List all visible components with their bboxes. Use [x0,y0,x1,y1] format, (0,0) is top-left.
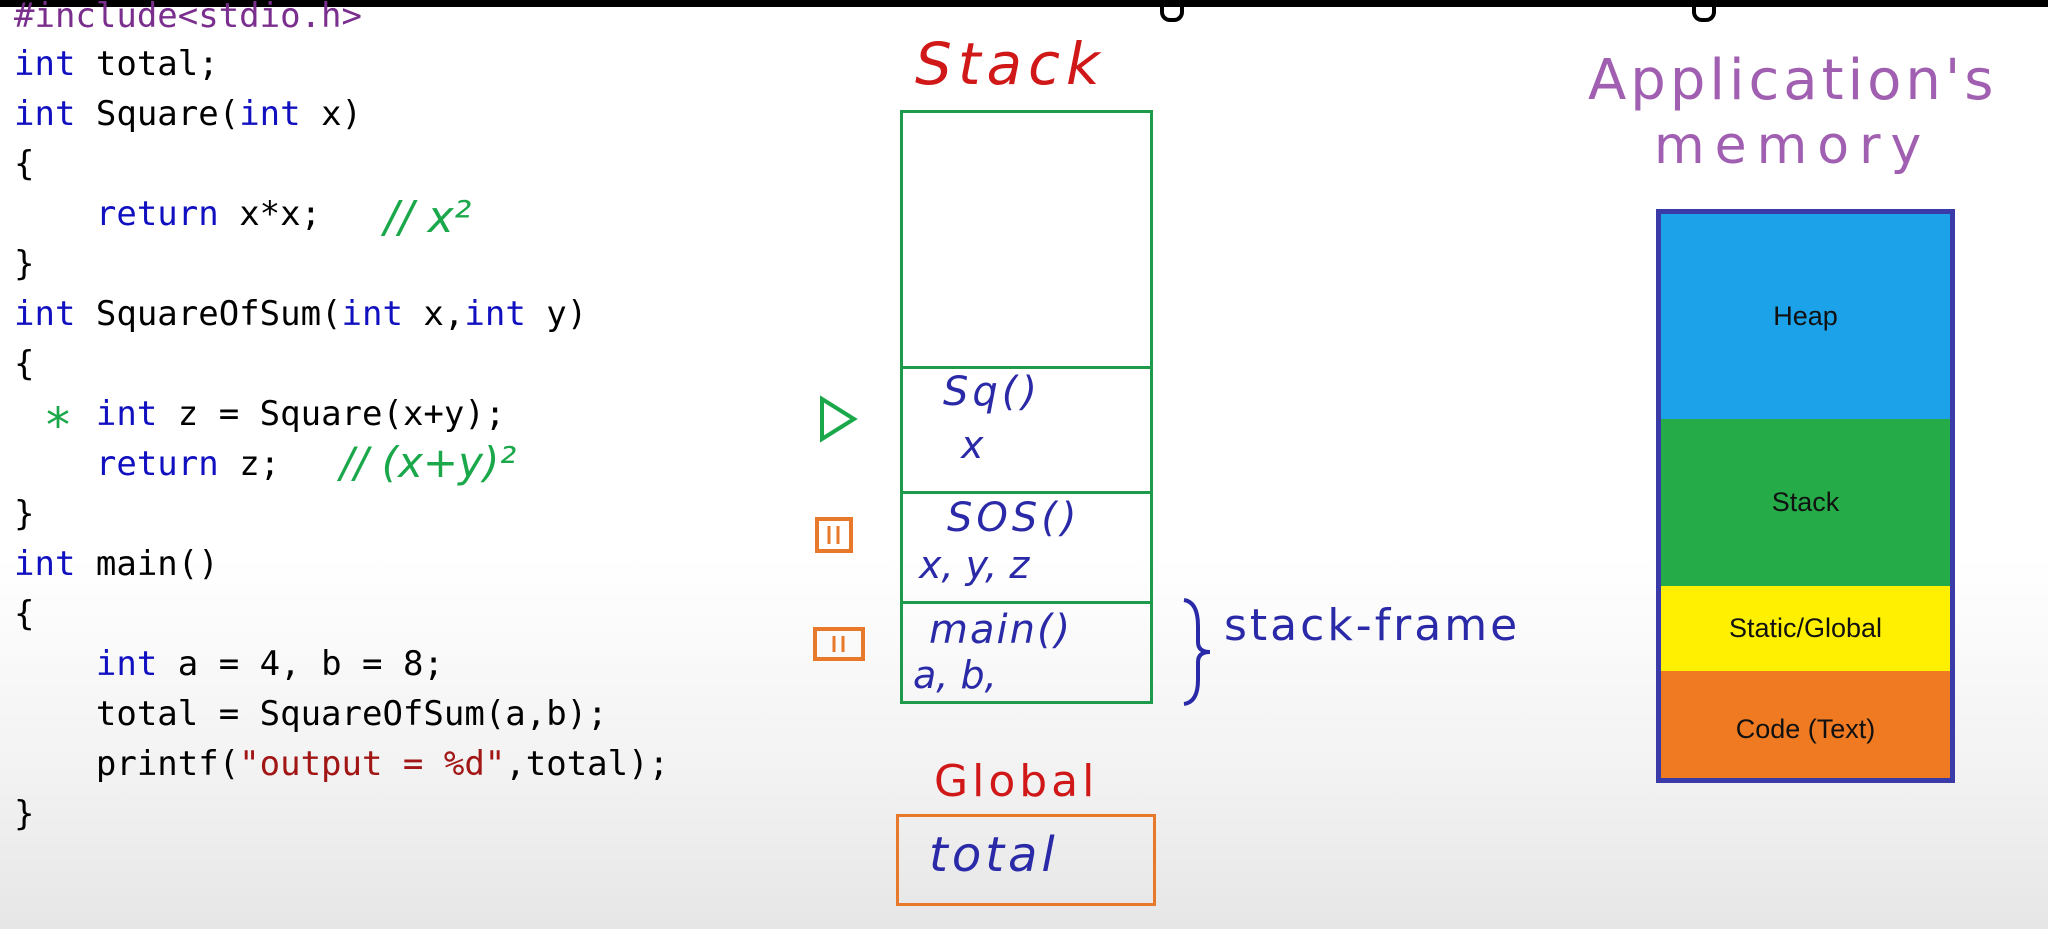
frame-sq-name: Sq() [943,369,1041,415]
global-box: total [896,814,1156,906]
code-token: "output = %d" [239,744,506,784]
code-token: #include<stdio.h> [14,0,362,36]
code-line: return x*x; [95,194,322,234]
code-token: return [95,194,219,234]
memory-layout: Heap Stack Static/Global Code (Text) [1656,209,1955,783]
pause-marker-icon [815,517,853,553]
frame-main-name: main() [929,607,1073,653]
sum-comment: // (x+y)² [340,438,517,487]
code-token: int [239,94,301,134]
code-line: { [14,344,35,384]
play-marker-icon [820,395,858,443]
code-token: int [95,394,158,434]
pause-marker-icon [813,627,865,661]
code-token: int [14,94,76,134]
global-title: Global [934,756,1099,807]
stack-frame-label: stack-frame [1224,600,1521,651]
code-line: int z = Square(x+y); [95,394,506,434]
code-token: return [95,444,219,484]
frame-main-vars: a, b, [913,653,997,697]
frame-sos-vars: x, y, z [919,543,1030,587]
code-token: int [341,294,403,334]
stack-divider [903,491,1150,494]
heap-segment: Heap [1661,214,1950,419]
stack-box: Sq() x SOS() x, y, z main() a, b, [900,110,1153,704]
stack-divider [903,366,1150,369]
code-token: int [14,294,76,334]
square-comment: // x² [384,192,472,243]
frame-sq-vars: x [961,423,984,467]
code-line: #include<stdio.h> [14,0,362,36]
top-mark [1160,0,1184,22]
code-line: int a = 4, b = 8; [95,644,444,684]
code-line: return z; [95,444,281,484]
code-line: { [14,144,35,184]
code-line: int Square(int x) [14,94,363,134]
code-line: printf("output = %d",total); [14,744,670,784]
app-memory-subtitle: memory [1654,116,1932,176]
code-line: { [14,594,35,634]
code-line: } [14,794,35,834]
current-line-marker: * [46,398,70,454]
code-token: int [14,44,76,84]
code-line: int main() [14,544,219,584]
global-vars: total [929,827,1059,883]
code-line: int total; [14,44,219,84]
code-line: int SquareOfSum(int x,int y) [14,294,588,334]
code-token: int [14,544,76,584]
code-line: } [14,494,35,534]
stack-title: Stack [915,30,1106,98]
app-memory-title: Application's [1588,48,1998,113]
code-line: total = SquareOfSum(a,b); [14,694,608,734]
static-global-segment: Static/Global [1661,586,1950,671]
top-mark [1692,0,1716,22]
code-token: int [464,294,526,334]
stack-segment: Stack [1661,419,1950,586]
top-bar [0,0,2048,7]
code-segment: Code (Text) [1661,671,1950,778]
frame-sos-name: SOS() [947,495,1081,541]
stack-divider [903,601,1150,604]
code-token: int [95,644,158,684]
code-line: } [14,244,35,284]
stack-frame-brace-icon [1183,598,1211,706]
